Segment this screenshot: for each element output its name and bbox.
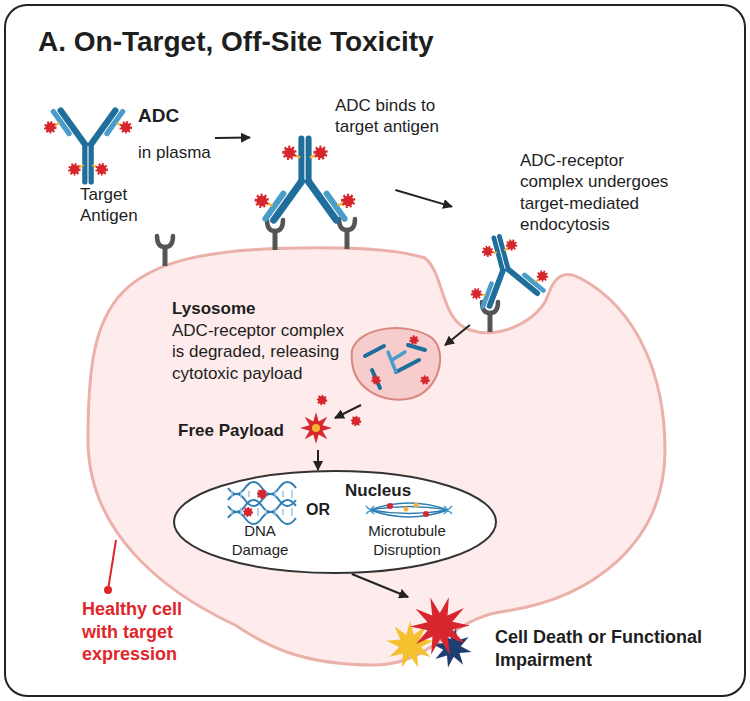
lysosome-icon bbox=[352, 328, 440, 400]
leader-line bbox=[104, 540, 116, 594]
flow-arrow bbox=[215, 137, 250, 140]
adc-icon bbox=[256, 138, 353, 220]
part-label: Target Antigen bbox=[80, 184, 155, 227]
star-shape bbox=[410, 597, 470, 654]
text-slot: OR bbox=[303, 500, 333, 520]
text-slot: ADC binds to target antigen bbox=[335, 95, 463, 138]
text-slot: Target Antigen bbox=[80, 184, 155, 227]
payload-icon bbox=[300, 396, 360, 444]
step-title: ADC bbox=[138, 104, 179, 128]
or-label: OR bbox=[306, 500, 330, 520]
panel-border bbox=[5, 5, 745, 696]
step-text: ADC binds to target antigen bbox=[335, 95, 463, 138]
text-slot: Cell Death or Functional Impairment bbox=[495, 626, 715, 671]
star-shape bbox=[300, 412, 332, 444]
flow-arrow bbox=[445, 325, 470, 345]
flow-arrow bbox=[335, 405, 361, 418]
text-slot: in plasma bbox=[138, 142, 218, 163]
text-slot: Healthy cell with target expression bbox=[82, 598, 202, 666]
step-text: in plasma bbox=[138, 142, 211, 163]
target-antigen bbox=[339, 219, 355, 249]
flow-arrow bbox=[395, 190, 452, 207]
text-slot: A. On-Target, Off-Site Toxicity bbox=[38, 24, 698, 59]
outline-shape bbox=[174, 471, 496, 573]
text-slot: Free Payload bbox=[178, 420, 296, 441]
step-title: Free Payload bbox=[178, 420, 284, 441]
text-slot: ADC bbox=[138, 104, 214, 128]
text-slot: ADC-receptor complex undergoes target-me… bbox=[520, 150, 680, 235]
text-slot: Nucleus bbox=[345, 480, 425, 501]
adc-icon bbox=[459, 227, 550, 309]
adc-icon bbox=[45, 111, 130, 182]
step-binding: ADC binds to target antigen bbox=[250, 85, 467, 190]
cell-label: Healthy cell with target expression bbox=[82, 598, 202, 666]
text-slot: Microtubule Disruption bbox=[362, 522, 452, 560]
text-slot: DNA Damage bbox=[222, 522, 298, 560]
flow-arrow bbox=[352, 574, 408, 597]
nucleus-title: Nucleus bbox=[345, 480, 411, 501]
mechanism-label: DNA Damage bbox=[222, 522, 298, 560]
text-slot: Lysosome bbox=[172, 298, 342, 319]
node-outline bbox=[173, 470, 497, 574]
mechanism-label: Microtubule Disruption bbox=[362, 522, 452, 560]
step-text: ADC-receptor complex undergoes target-me… bbox=[520, 150, 680, 235]
microtubule-icon bbox=[366, 503, 452, 518]
target-antigen bbox=[267, 220, 283, 250]
cell-death-burst bbox=[386, 597, 471, 667]
dna-icon bbox=[228, 482, 296, 524]
nucleus: NucleusDNA Damage OR Microtubule Disruptio… bbox=[173, 470, 497, 574]
flow-arrow bbox=[317, 450, 319, 470]
step-title: Lysosome bbox=[172, 298, 255, 319]
text-slot: ADC-receptor complex is degraded, releas… bbox=[172, 320, 350, 384]
target-antigen bbox=[157, 236, 173, 266]
outcome-text: Cell Death or Functional Impairment bbox=[495, 626, 715, 671]
title: A. On-Target, Off-Site Toxicity bbox=[38, 24, 434, 59]
step-text: ADC-receptor complex is degraded, releas… bbox=[172, 320, 350, 384]
